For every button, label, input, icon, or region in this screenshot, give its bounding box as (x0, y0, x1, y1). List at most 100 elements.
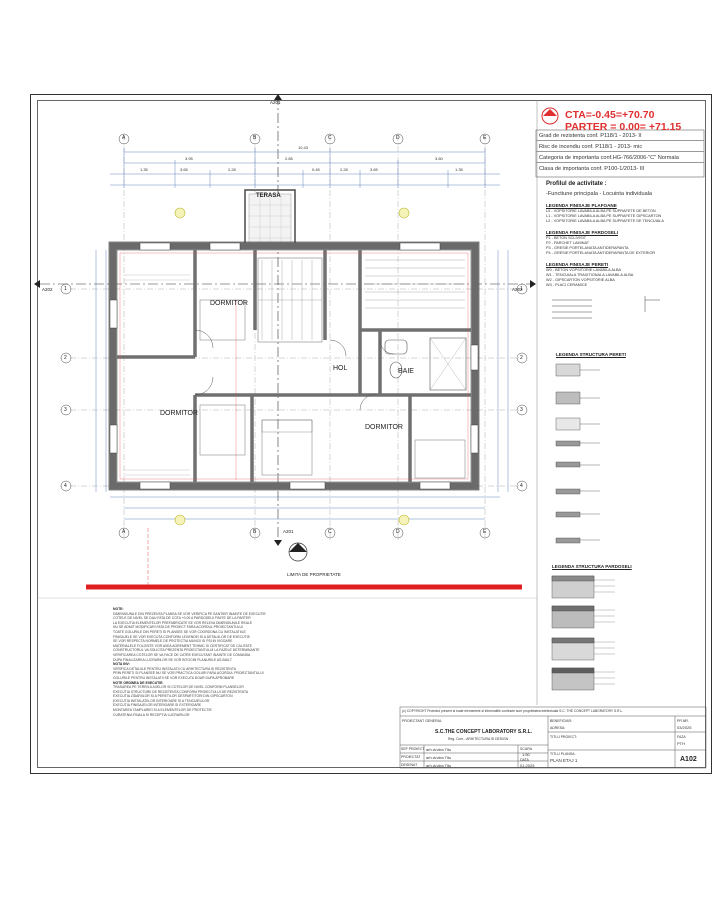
role-name: arh.Andra Titu (426, 763, 452, 768)
axis-label: E (483, 529, 487, 535)
legend-pardoseli-item: P2 - PARCHET LAMINAT (546, 241, 590, 245)
info-clasa-importanta: Clasa de importanta conf. P100-1/2013- I… (539, 166, 645, 172)
legend-pereti-item: W1 - TENCUIALA TRADITIONALA LAVABILA ALB… (546, 273, 634, 277)
legend-plafoane-title: LEGENDA FINISAJE PLAFOANE (546, 203, 617, 208)
room-label-hol: HOL (333, 365, 348, 372)
note-line: DIMENSIUNILE DIN PREZENTA PLANSA SE VOR … (113, 611, 266, 616)
info-grad-rezistenta: Grad de rezistenta conf. P118/1 - 2013- … (536, 131, 704, 141)
room-label-dormitor: DORMITOR (210, 300, 248, 307)
axis-number: 1 (520, 286, 523, 292)
section-label-a201: A201 (283, 529, 294, 534)
axis-label: D (396, 135, 400, 141)
dim-label: 3.65 (180, 167, 188, 172)
note-line: NU SE ADMIT MODIFICARI FATA DE PROIECT F… (113, 625, 243, 630)
axis-number: 4 (520, 483, 523, 489)
drawing-title: PLAN ETAJ 1 (550, 758, 578, 763)
info-categoria-importanta: Categoria de importanta conf.HG-766/2006… (536, 153, 704, 163)
legend-structura-pardoseli-title: LEGENDA STRUCTURA PARDOSELI (552, 564, 632, 569)
phase-label: FAZA (677, 735, 686, 739)
dim-label: 3.60 (435, 156, 443, 161)
phase-value: PTH (677, 741, 685, 746)
dim-label: 3.95 (185, 156, 193, 161)
legend-plafoane-item: L2 - VOPSITORIE LAVABILA ALBA PE SUPRAFE… (546, 219, 664, 223)
note-line: TOATE GOLURILE DIN PERETI SI PLANSEE SE … (113, 629, 246, 634)
note-line: FINISAJELE SE VOR EXECUTA CONFORM LEGEND… (113, 634, 250, 639)
role-name: arh.Andra Titu (426, 755, 452, 760)
axis-label: B (253, 529, 257, 535)
axis-number: 3 (520, 407, 523, 413)
legend-pereti-item: W0 - BETON VOPSITORIE LAVABILA ALBA (546, 268, 622, 272)
room-label-terasa: TERASA (256, 193, 281, 199)
legend-plafoane-item: L0 - VOPSITORIE LAVABILA ALBA PE SUPRAFE… (546, 209, 656, 213)
legend-pardoseli-item: P3 - GRESIE PORTELANATA ANTIDERAPANTA (546, 246, 629, 250)
role-label: PROIECTAT (401, 755, 421, 759)
firm-label: PROIECTANT GENERAL (402, 719, 442, 723)
note-line: EXECUTIA ZIDARIILOR SI A PERETILOR DESPA… (113, 694, 233, 699)
info-risc-incendiu: Risc de incendiu conf. P118/1 - 2013- mi… (536, 142, 704, 152)
axis-label: B (253, 135, 257, 141)
note-line: GOLURILE PENTRU INSTALATII SE VOR EXECUT… (113, 675, 235, 680)
note-line: MONTAREA TAMPLARIEI SI A ELEMENTELOR DE … (113, 708, 212, 713)
dim-label: 10.43 (298, 145, 309, 150)
axis-label: A (122, 135, 126, 141)
notes-title: NOTA INV: (113, 662, 130, 667)
legend-structura-pereti-title: LEGENDA STRUCTURA PERETI (556, 352, 626, 357)
axis-label: A (122, 529, 126, 535)
legend-plafoane-item: L1 - VOPSITORIE LAVABILA ALBA PE SUPRAFE… (546, 214, 662, 218)
note-line: EXECUTIA INSTALATIILOR INTERIOARE SI A T… (113, 698, 210, 703)
note-line: TRASAREA PE TEREN A AXELOR SI COTELOR DE… (113, 685, 244, 690)
outer-frame (30, 94, 712, 774)
property-limit-label: LIMITA DE PROPRIETATE (287, 572, 341, 577)
section-label-a202: A202 (512, 287, 523, 292)
note-line: SE VOR RESPECTA NORMELE DE PROTECTIA MUN… (113, 639, 233, 644)
notes-title: NOTE ORDINEA DE EXECUTIE: (113, 680, 164, 685)
room-label-baie: BAIE (398, 368, 414, 375)
axis-number: 1 (64, 286, 67, 292)
legend-pereti-item: W3 - PLACI CERAMICE (546, 283, 588, 287)
legend-pereti-item: W2 - GIPSCARTON VOPSITORIE ALBA (546, 278, 615, 282)
firm-name: S.C.THE CONCEPT LABORATORY S.R.L. (435, 729, 533, 735)
axis-label: E (483, 135, 487, 141)
location-label: ADRESA: (550, 726, 566, 730)
dim-label: 2.28 (340, 167, 348, 172)
dim-label: 1.35 (140, 167, 148, 172)
dim-label: 0.45 (312, 167, 320, 172)
note-line: DUPA FINALIZAREA LUCRARILOR SE VOR INTOC… (113, 657, 232, 662)
dim-label: 2.28 (228, 167, 236, 172)
note-line: COTELE DE NIVEL SE DAU FATA DE COTA +0.0… (113, 616, 251, 621)
scale-value: 1:50 (522, 752, 530, 757)
date-value: 01.2025 (520, 763, 535, 768)
note-line: MATERIALELE FOLOSITE VOR AVEA AGREMENT T… (113, 643, 252, 648)
axis-number: 2 (64, 355, 67, 361)
note-line: VERIFICAREA COTELOR SE VA FACE DE CATRE … (113, 652, 251, 657)
note-line: CONSTRUCTORUL VA SOLICITA PREZENTA PROIE… (113, 648, 260, 653)
legend-pardoseli-item: P1 - BETON SCLIVISIT (546, 236, 587, 240)
note-line: EXECUTIA STRUCTURII DE REZISTENTA CONFOR… (113, 689, 249, 694)
role-label: DESENAT (401, 763, 418, 767)
axis-label: D (396, 529, 400, 535)
dim-label: 2.85 (285, 156, 293, 161)
dim-label: 3.65 (370, 167, 378, 172)
room-label-dormitor: DORMITOR (160, 410, 198, 417)
axis-number: 2 (520, 355, 523, 361)
level-marker-icon (541, 107, 559, 125)
inner-frame (37, 100, 706, 768)
axis-label: C (328, 529, 332, 535)
dim-label: 1.35 (455, 167, 463, 172)
axis-number: 3 (64, 407, 67, 413)
room-label-dormitor: DORMITOR (365, 424, 403, 431)
activity-value: -Functiune principala - Locuinta individ… (546, 191, 653, 197)
note-line: VERIFICA DETALIILE PENTRU INSTALATII CU … (113, 666, 236, 671)
section-label-a202: A202 (42, 287, 53, 292)
project-no-label: PR.NR. (677, 719, 689, 723)
activity-title: Profilul de activitate : (546, 181, 607, 187)
section-label-a301: A301 (292, 552, 302, 557)
legend-pereti-title: LEGENDA FINISAJE PERETI (546, 262, 609, 267)
note-line: CURATENIA FINALA SI RECEPTIA LUCRARILOR (113, 712, 190, 717)
role-label: SEF PROIECT (401, 747, 425, 751)
drawing-label: TITLU PLANSA: (550, 752, 576, 756)
cta-level: CTA=-0.45=+70.70 PARTER = 0.00= +71.15 (565, 109, 682, 133)
sheet-number: A102 (680, 756, 697, 763)
copyright-note: (c) COPYRIGHT Proiectul prezent si toate… (402, 709, 624, 713)
